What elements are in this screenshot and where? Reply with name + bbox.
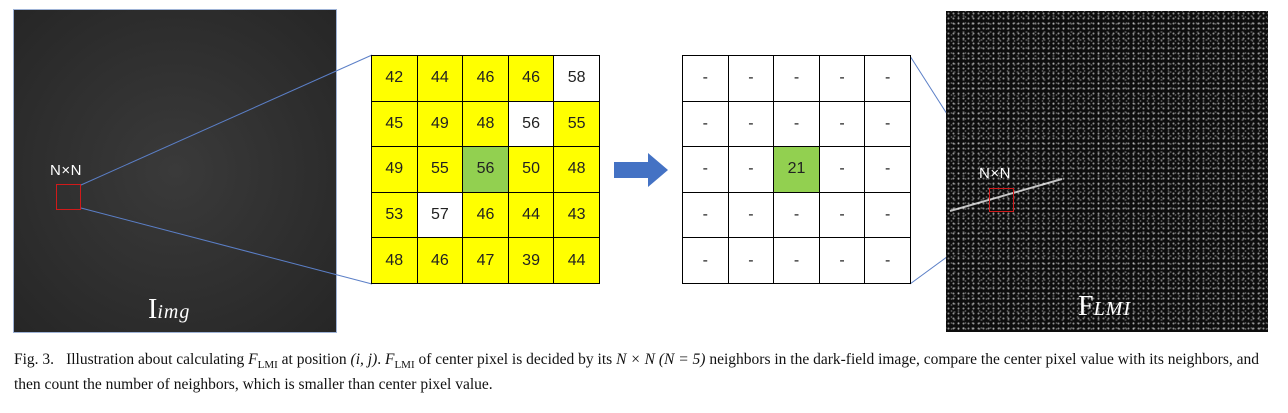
- output-grid-cell: -: [728, 192, 775, 239]
- right-arrow-icon: [614, 153, 668, 187]
- input-grid-cell: 46: [417, 238, 464, 284]
- output-grid-cell: -: [819, 192, 866, 239]
- output-grid-cell: -: [865, 56, 911, 102]
- input-grid-cell: 48: [372, 238, 418, 284]
- connector-line-top-left: [80, 54, 373, 186]
- output-grid-cell: -: [728, 56, 775, 102]
- caption-text-3: .: [377, 351, 385, 368]
- output-grid-cell: -: [728, 101, 775, 148]
- output-grid-cell: -: [683, 56, 729, 102]
- output-grid-cell: -: [774, 192, 820, 239]
- feature-label-sub: LMI: [1093, 298, 1132, 320]
- caption-text-5: neighbors in the dark-field image, compa…: [14, 351, 1259, 394]
- input-grid-cell: 39: [508, 238, 555, 284]
- input-grid-cell: 43: [554, 192, 600, 239]
- output-grid-cell: -: [819, 147, 866, 193]
- input-grid-cell: 48: [554, 147, 600, 193]
- input-grid-cell: 46: [463, 192, 509, 239]
- input-grid-cell: 58: [554, 56, 600, 102]
- scratch-streak: [949, 178, 1063, 212]
- input-grid-cell: 45: [372, 101, 418, 148]
- neighborhood-box: [56, 184, 81, 210]
- input-grid-cell: 55: [554, 101, 600, 148]
- nxn-label-right: N×N: [979, 165, 1011, 182]
- input-grid-cell: 47: [463, 238, 509, 284]
- output-grid-cell: -: [774, 238, 820, 284]
- caption-position: (i, j): [350, 351, 378, 368]
- input-grid-cell: 55: [417, 147, 464, 193]
- input-grid-cell: 44: [508, 192, 555, 239]
- caption-text-4: of center pixel is decided by its: [414, 351, 617, 368]
- image-label: Iimg: [148, 294, 190, 326]
- output-grid-cell: -: [683, 192, 729, 239]
- input-grid-cell: 48: [463, 101, 509, 148]
- neighborhood-box-right: [989, 188, 1014, 212]
- input-grid-cell: 49: [417, 101, 464, 148]
- feature-label: FLMI: [1078, 291, 1131, 323]
- output-grid-cell: -: [819, 101, 866, 148]
- output-grid-cell: -: [683, 147, 729, 193]
- image-label-main: I: [148, 294, 158, 325]
- feature-label-main: F: [1078, 291, 1094, 322]
- output-grid-cell: -: [683, 238, 729, 284]
- input-grid-cell: 53: [372, 192, 418, 239]
- input-grid-cell: 50: [508, 147, 555, 193]
- output-grid-cell: -: [774, 101, 820, 148]
- output-grid-cell: -: [774, 56, 820, 102]
- caption-f-lmi-1: FLMI: [248, 351, 278, 372]
- input-grid-cell: 44: [554, 238, 600, 284]
- input-grid-cell: 42: [372, 56, 418, 102]
- input-grid-cell: 56: [508, 101, 555, 148]
- output-grid-cell: -: [819, 56, 866, 102]
- output-grid-cell: -: [865, 147, 911, 193]
- figure-caption: Fig. 3. Illustration about calculating FL…: [14, 350, 1276, 395]
- input-grid-cell: 44: [417, 56, 464, 102]
- input-grid-cell: 46: [508, 56, 555, 102]
- caption-f-lmi-2: FLMI: [384, 351, 415, 372]
- caption-text-2: at position: [277, 351, 351, 368]
- output-lmi-grid: ------------21------------: [682, 55, 911, 284]
- output-grid-cell: 21: [774, 147, 820, 193]
- output-grid-cell: -: [865, 238, 911, 284]
- input-grid-cell: 49: [372, 147, 418, 193]
- nxn-label: N×N: [50, 162, 82, 179]
- image-label-sub: img: [157, 301, 191, 323]
- caption-text-1: Illustration about calculating: [66, 351, 249, 368]
- input-grid-cell: 57: [417, 192, 464, 239]
- input-grid-cell: 56: [463, 147, 509, 193]
- input-grid-cell: 46: [463, 56, 509, 102]
- lmi-feature-image: N×N FLMI: [946, 11, 1268, 332]
- dark-field-image: N×N Iimg: [13, 9, 337, 333]
- output-grid-cell: -: [865, 101, 911, 148]
- output-grid-cell: -: [728, 147, 775, 193]
- output-grid-cell: -: [683, 101, 729, 148]
- figure-number: Fig. 3.: [14, 351, 55, 368]
- caption-nxn: N × N (N = 5): [616, 351, 706, 368]
- output-grid-cell: -: [819, 238, 866, 284]
- output-grid-cell: -: [865, 192, 911, 239]
- connector-line-bottom-left: [80, 207, 373, 285]
- output-grid-cell: -: [728, 238, 775, 284]
